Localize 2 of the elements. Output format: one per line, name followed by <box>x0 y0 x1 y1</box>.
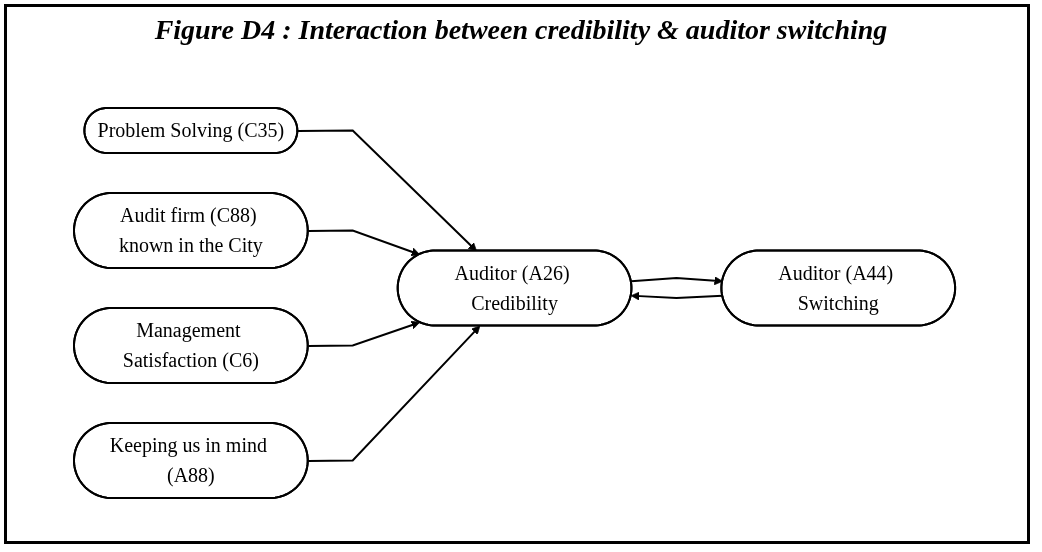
figure-title: Figure D4 : Interaction between credibility & auditor switching <box>153 14 889 46</box>
arrow <box>297 129 478 251</box>
